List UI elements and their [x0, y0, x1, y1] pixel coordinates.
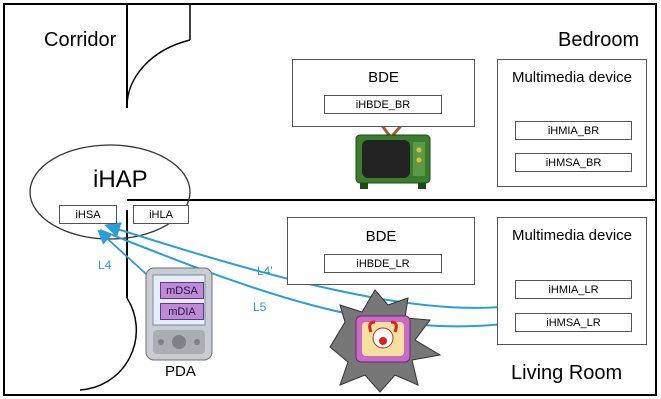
bedroom-media-agent-1: iHMIA_BR — [515, 121, 632, 140]
living-media-agent-1: iHMIA_LR — [515, 280, 632, 299]
living-bde-title: BDE — [365, 228, 397, 245]
living-media-agent-2: iHMSA_LR — [515, 313, 632, 332]
link-l5 — [99, 229, 516, 333]
living-media-title: Multimedia device — [511, 227, 633, 244]
ihla-agent: iHLA — [133, 205, 189, 224]
link-l4p-label: L4' — [257, 264, 273, 278]
bedroom-media-title: Multimedia device — [511, 69, 633, 86]
pda-label: PDA — [165, 363, 196, 380]
pda-agent-2: mDIA — [160, 303, 204, 320]
tv-icon — [355, 117, 431, 189]
ihap-label: iHAP — [93, 166, 148, 193]
link-l5-label: L5 — [253, 300, 267, 314]
living-bde-box — [287, 217, 475, 285]
bedroom-label: Bedroom — [558, 29, 640, 51]
living-bde-agent: iHBDE_LR — [324, 254, 442, 273]
bedroom-bde-agent: iHBDE_BR — [324, 95, 442, 114]
link-l4-label: L4 — [98, 258, 112, 272]
pda-agent-1: mDSA — [160, 282, 204, 299]
bedroom-bde-title: BDE — [368, 69, 399, 86]
living-room-label: Living Room — [511, 362, 623, 384]
bedroom-media-agent-2: iHMSA_BR — [515, 153, 632, 172]
corridor-label: Corridor — [44, 29, 117, 51]
broken-tv-icon — [329, 289, 442, 393]
bedroom-bde-box — [292, 59, 475, 127]
ihsa-agent: iHSA — [59, 205, 117, 224]
link-l4p — [104, 222, 517, 309]
